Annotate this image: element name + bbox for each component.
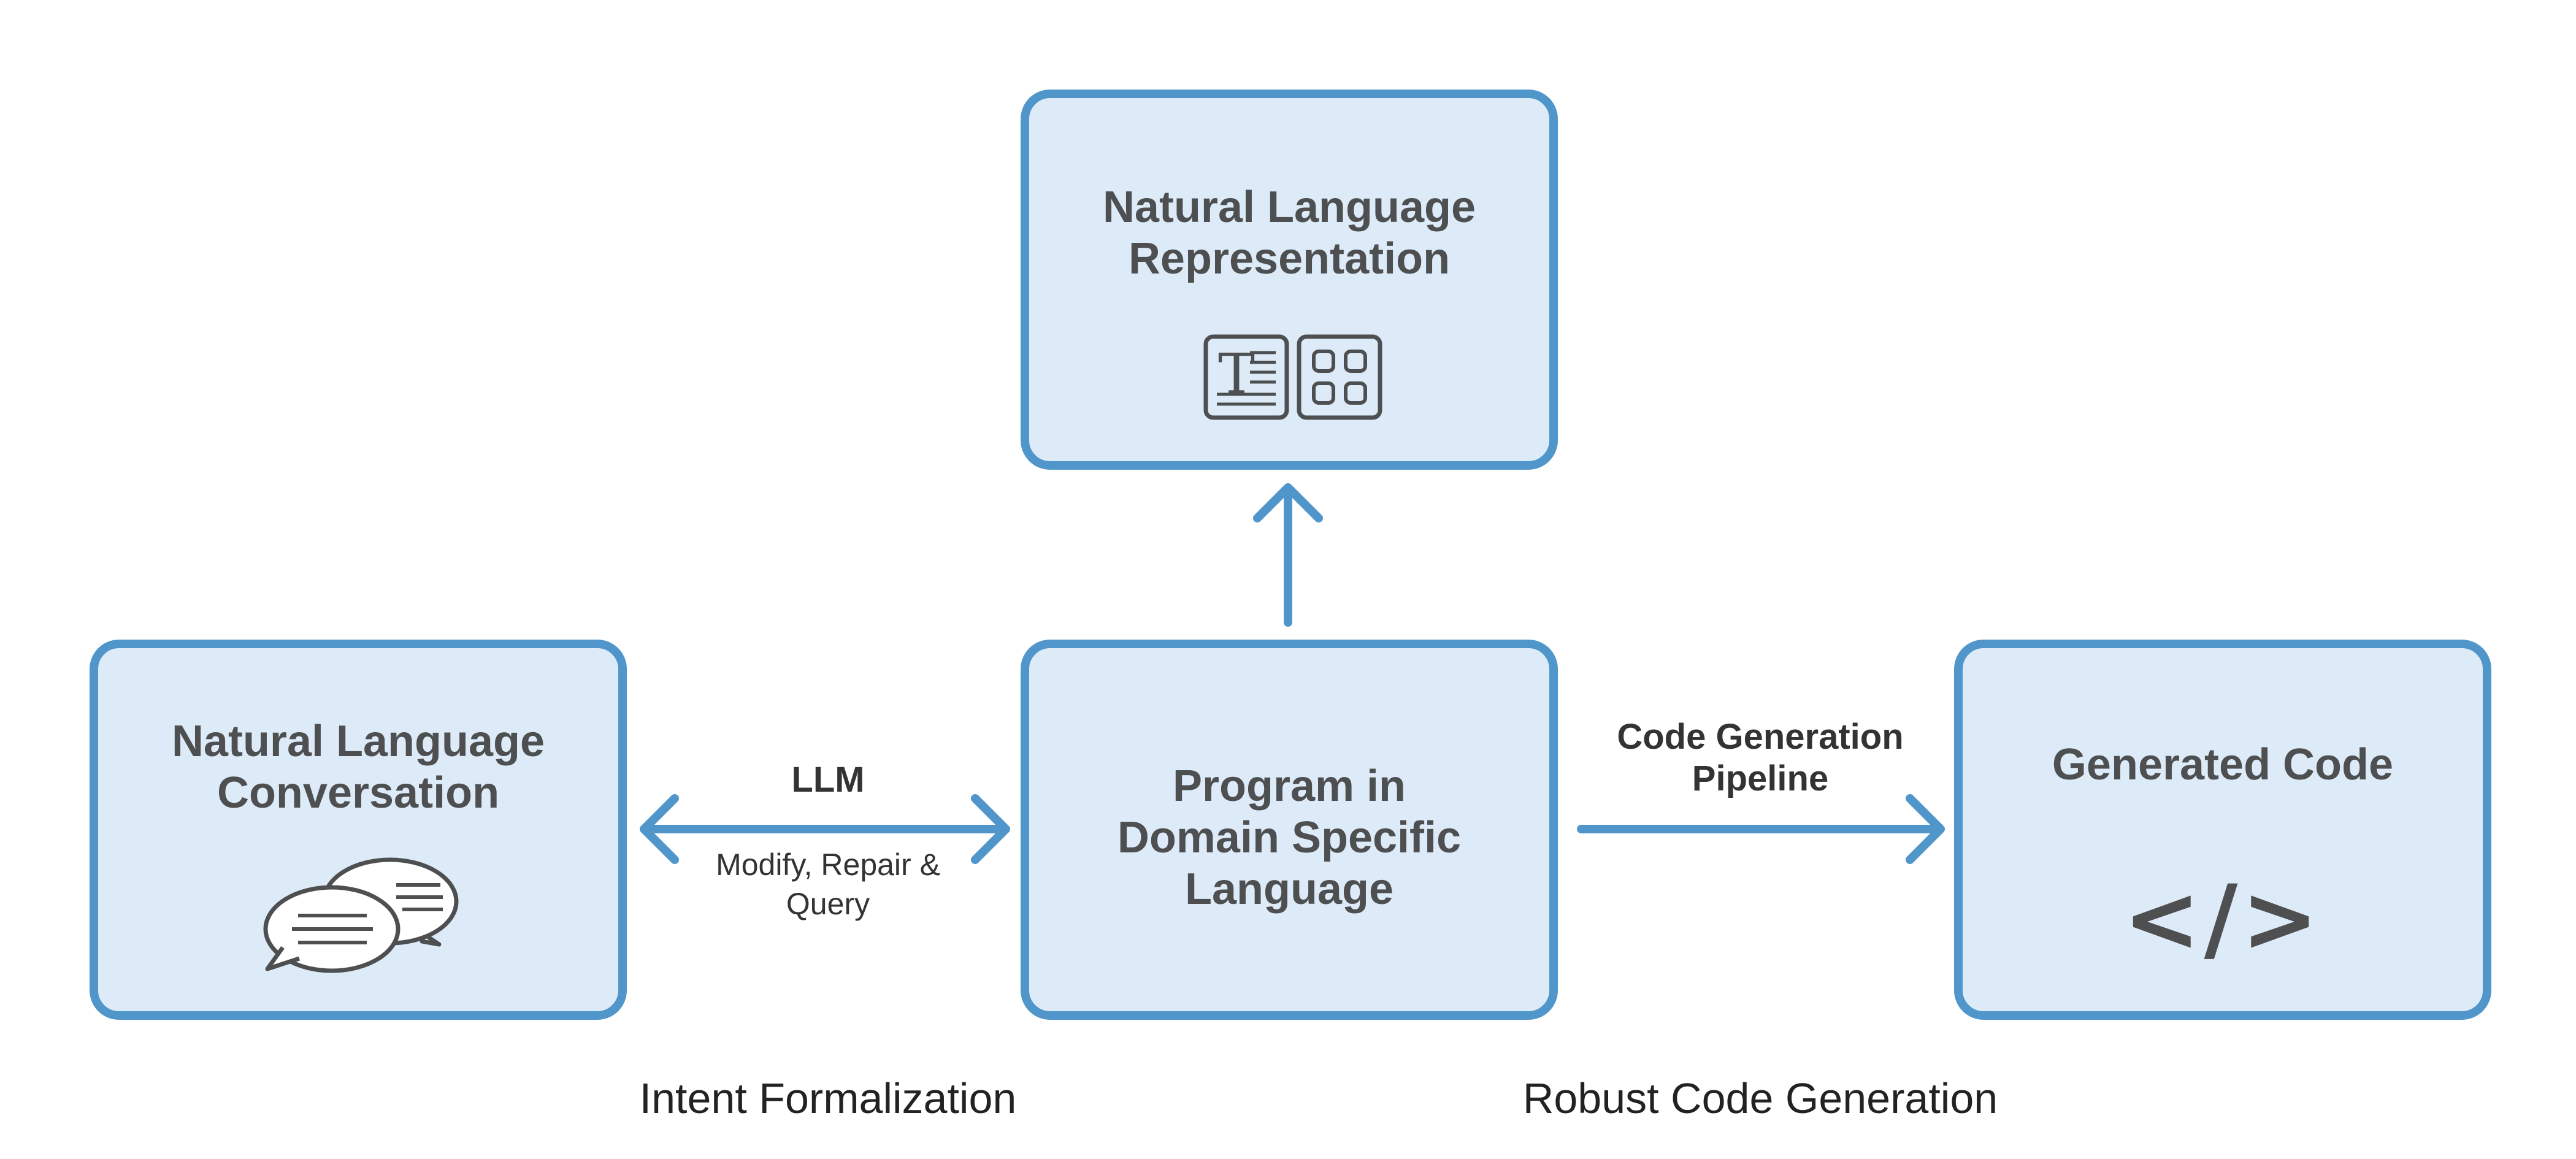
node-title: Program in Domain Specific Language bbox=[1117, 762, 1462, 914]
arrow-code-generation bbox=[1577, 794, 1945, 864]
edge-label-code-generation-pipeline: Code Generation Pipeline bbox=[1617, 717, 1904, 798]
node-title: Natural Language Representation bbox=[1102, 183, 1476, 283]
text-document-icon: T bbox=[1203, 334, 1289, 420]
node-title: Generated Code bbox=[2052, 740, 2394, 789]
section-caption-intent-formalization: Intent Formalization bbox=[639, 1074, 1017, 1122]
arrow-up-to-representation bbox=[1253, 483, 1323, 627]
svg-text:T: T bbox=[1218, 342, 1255, 407]
chat-bubbles-icon bbox=[263, 857, 459, 973]
node-generated-code: Generated Code </> bbox=[1954, 640, 2491, 1020]
node-title: Natural Language Conversation bbox=[171, 717, 545, 817]
grid-icon bbox=[1297, 334, 1382, 420]
section-caption-robust-code-generation: Robust Code Generation bbox=[1522, 1074, 1998, 1122]
node-program-in-dsl: Program in Domain Specific Language bbox=[1021, 640, 1558, 1020]
code-brackets-icon: </> bbox=[2123, 866, 2323, 973]
node-natural-language-conversation: Natural Language Conversation bbox=[90, 640, 627, 1020]
node-natural-language-representation: Natural Language Representation T bbox=[1021, 90, 1558, 470]
edge-sublabel-modify-repair-query: Modify, Repair & Query bbox=[716, 847, 940, 921]
edge-label-llm: LLM bbox=[791, 760, 865, 800]
arrow-llm-bidirectional bbox=[640, 794, 1010, 864]
